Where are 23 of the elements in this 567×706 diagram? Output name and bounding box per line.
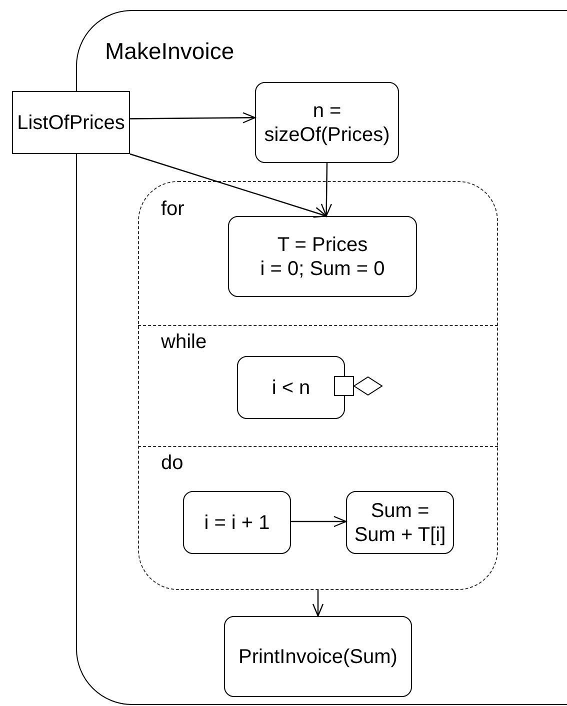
action-box	[183, 491, 291, 554]
arrow	[320, 163, 332, 217]
action-label: Sum = Sum + T[i]	[353, 498, 447, 546]
action-label: i = 0; Sum = 0	[260, 256, 385, 280]
action-box	[228, 216, 417, 297]
section-label: do	[161, 451, 184, 475]
object-label: ListOfPrices	[17, 110, 125, 134]
action-label: PrintInvoice(Sum)	[238, 644, 398, 668]
action-box	[346, 491, 454, 554]
section-label: while	[161, 330, 207, 354]
arrow	[312, 590, 324, 617]
action-label: n = sizeOf(Prices)	[263, 98, 391, 146]
object-node	[12, 91, 130, 154]
arrow	[130, 112, 256, 124]
arrow	[130, 153, 327, 218]
action-label: i < n	[272, 376, 310, 400]
action-label: i = i + 1	[204, 510, 270, 534]
action-label: T = Prices	[277, 232, 368, 256]
activity-title: MakeInvoice	[105, 37, 234, 65]
action-box	[224, 616, 412, 697]
action-box	[255, 82, 399, 163]
section-label: for	[161, 197, 184, 221]
arrow	[291, 516, 347, 528]
